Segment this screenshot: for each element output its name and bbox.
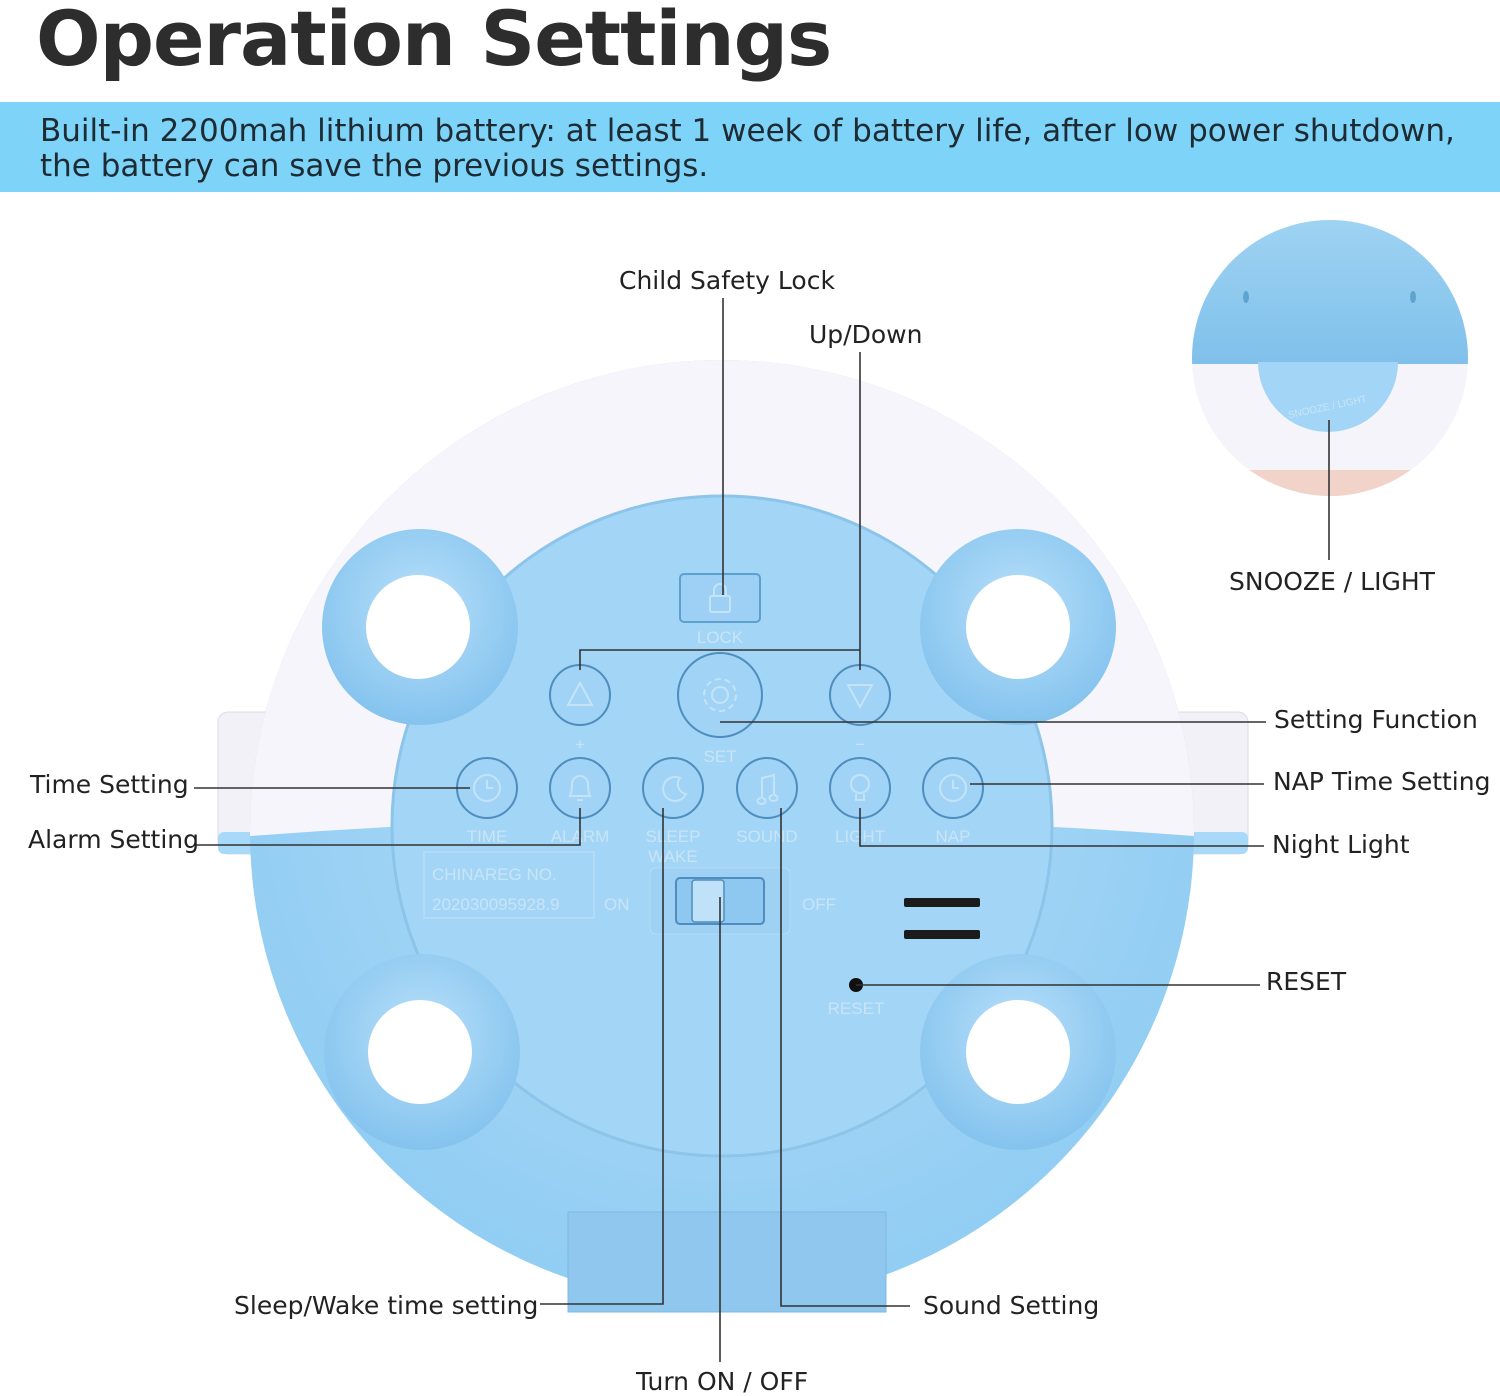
time-label: TIME bbox=[467, 827, 508, 846]
callout-sound-setting: Sound Setting bbox=[923, 1291, 1100, 1320]
line-sound bbox=[780, 808, 910, 1307]
callout-up-down: Up/Down bbox=[809, 320, 923, 349]
line-night-light bbox=[859, 808, 1264, 847]
time-button[interactable]: TIME bbox=[456, 757, 518, 846]
bottom-slot bbox=[567, 1211, 887, 1313]
set-button[interactable]: SET bbox=[677, 652, 763, 766]
snooze-light-button[interactable] bbox=[1258, 362, 1398, 432]
sleep-wake-button[interactable]: SLEEP WAKE bbox=[642, 757, 704, 866]
bulb-icon bbox=[850, 774, 870, 801]
cert-box: CHINAREG NO. 202030095928.9 bbox=[423, 851, 595, 919]
callout-nap-time-setting: NAP Time Setting bbox=[1273, 767, 1491, 796]
cert-line-2: 202030095928.9 bbox=[432, 895, 560, 914]
knob-bottom-right bbox=[920, 954, 1116, 1150]
nap-label: NAP bbox=[936, 827, 971, 846]
callout-night-light: Night Light bbox=[1272, 830, 1410, 859]
line-sleep-wake bbox=[540, 808, 664, 1305]
sound-button[interactable]: SOUND bbox=[736, 757, 798, 846]
gear-icon bbox=[703, 678, 737, 712]
on-label: ON bbox=[604, 895, 630, 914]
moon-icon bbox=[662, 775, 688, 802]
line-alarm bbox=[196, 808, 581, 846]
clock-device bbox=[217, 360, 1249, 1313]
down-arrow-icon bbox=[846, 684, 874, 710]
off-label: OFF bbox=[802, 895, 836, 914]
page-title: Operation Settings bbox=[36, 0, 832, 83]
up-button[interactable]: + bbox=[549, 664, 611, 754]
callout-time-setting: Time Setting bbox=[30, 770, 189, 799]
battery-banner-text: Built-in 2200mah lithium battery: at lea… bbox=[40, 113, 1455, 184]
knob-top-right bbox=[920, 529, 1116, 725]
callout-setting-function: Setting Function bbox=[1274, 705, 1478, 734]
lock-icon bbox=[709, 583, 731, 613]
callout-snooze-light: SNOOZE / LIGHT bbox=[1229, 567, 1435, 596]
set-label: SET bbox=[703, 747, 736, 766]
leader-lines bbox=[194, 298, 1330, 1362]
up-arrow-icon bbox=[566, 680, 594, 706]
nap-clock-icon bbox=[939, 774, 967, 802]
nap-button[interactable]: NAP bbox=[922, 757, 984, 846]
battery-banner: Built-in 2200mah lithium battery: at lea… bbox=[0, 102, 1500, 192]
control-panel bbox=[390, 494, 1054, 1158]
plus-label: + bbox=[575, 735, 585, 754]
callout-sleep-wake: Sleep/Wake time setting bbox=[234, 1291, 539, 1320]
callout-alarm-setting: Alarm Setting bbox=[28, 825, 200, 854]
line-up-down bbox=[579, 352, 861, 670]
bell-icon bbox=[568, 775, 592, 801]
callout-child-lock: Child Safety Lock bbox=[619, 266, 835, 295]
down-button[interactable]: − bbox=[829, 664, 891, 754]
speaker-grille bbox=[904, 898, 980, 939]
cert-line-1: CHINAREG NO. bbox=[432, 865, 557, 884]
reset-device-label: RESET bbox=[828, 999, 885, 1018]
wake-label: WAKE bbox=[648, 847, 697, 866]
knob-top-left bbox=[322, 529, 518, 725]
snooze-ball: SNOOZE / LIGHT bbox=[1192, 220, 1468, 496]
sleep-label: SLEEP bbox=[646, 827, 701, 846]
sound-label: SOUND bbox=[736, 827, 797, 846]
callout-reset: RESET bbox=[1266, 967, 1347, 996]
lock-label: LOCK bbox=[697, 628, 744, 647]
knob-bottom-left bbox=[324, 954, 520, 1150]
clock-icon bbox=[473, 774, 501, 802]
callout-turn-on-off: Turn ON / OFF bbox=[636, 1367, 809, 1396]
lock-switch[interactable]: LOCK bbox=[679, 573, 761, 647]
music-note-icon bbox=[756, 773, 779, 805]
minus-label: − bbox=[855, 735, 865, 754]
